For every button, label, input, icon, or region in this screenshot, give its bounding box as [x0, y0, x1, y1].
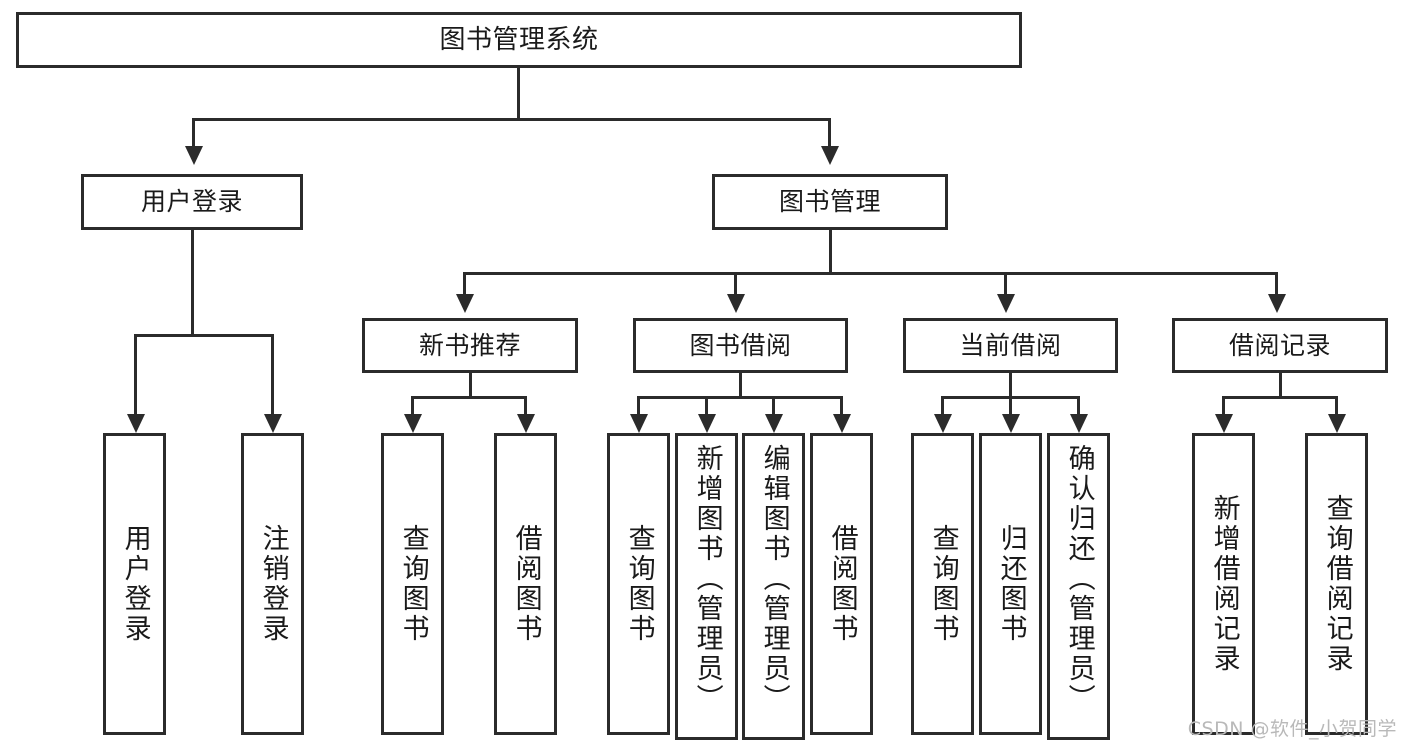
edge-nbr-child-2 — [524, 396, 527, 418]
edge-br-stem — [1279, 373, 1282, 396]
edge-bm-child-2 — [734, 272, 737, 296]
leaf-cb-confirm-return-admin[interactable]: 确认归还（管理员） — [1047, 433, 1110, 740]
edge-bb-child-4 — [840, 396, 843, 418]
node-user-login[interactable]: 用户登录 — [81, 174, 303, 230]
arrowhead-nbr-leaf-1 — [404, 414, 422, 433]
edge-nbr-bus — [411, 396, 527, 399]
edge-user-login-bus — [134, 334, 274, 337]
node-label: 图书管理 — [778, 187, 881, 217]
leaf-cb-query-book[interactable]: 查询图书 — [911, 433, 974, 735]
arrowhead-br-leaf-2 — [1328, 414, 1346, 433]
arrowhead-bb-leaf-2 — [698, 414, 716, 433]
arrowhead-book-management — [821, 146, 839, 165]
edge-root-bus — [192, 118, 830, 121]
node-label: 借阅记录 — [1228, 330, 1331, 360]
edge-cb-child-2 — [1009, 396, 1012, 418]
edge-bm-child-4 — [1275, 272, 1278, 296]
node-label: 当前借阅 — [959, 330, 1062, 360]
edge-bm-child-1 — [463, 272, 466, 296]
leaf-bb-query-book[interactable]: 查询图书 — [607, 433, 670, 735]
edge-bb-child-1 — [637, 396, 640, 418]
edge-book-management-stem — [829, 230, 832, 272]
leaf-bb-add-book-admin[interactable]: 新增图书（管理员） — [675, 433, 738, 740]
edge-user-login-child-2 — [271, 334, 274, 418]
edge-br-child-2 — [1335, 396, 1338, 418]
arrowhead-user-login — [185, 146, 203, 165]
node-label: 编辑图书（管理员） — [758, 444, 790, 714]
arrowhead-cb-leaf-1 — [934, 414, 952, 433]
node-label: 归还图书 — [995, 524, 1027, 644]
node-label: 用户登录 — [119, 524, 151, 644]
node-label: 用户登录 — [140, 187, 243, 217]
edge-bm-child-3 — [1004, 272, 1007, 296]
arrowhead-leaf-user-login — [127, 414, 145, 433]
leaf-cb-return-book[interactable]: 归还图书 — [979, 433, 1042, 735]
edge-root-stem — [517, 68, 520, 118]
edge-bb-child-2 — [705, 396, 708, 418]
edge-nbr-child-1 — [411, 396, 414, 418]
arrowhead-new-book-recommend — [456, 294, 474, 313]
leaf-br-query-record[interactable]: 查询借阅记录 — [1305, 433, 1368, 735]
edge-cb-stem — [1009, 373, 1012, 396]
edge-cb-child-3 — [1077, 396, 1080, 418]
leaf-logout[interactable]: 注销登录 — [241, 433, 304, 735]
watermark-csdn: CSDN @软件_小贺同学 — [1187, 718, 1397, 740]
node-new-book-recommend[interactable]: 新书推荐 — [362, 318, 578, 373]
edge-bb-stem — [739, 373, 742, 396]
edge-bb-child-3 — [772, 396, 775, 418]
node-label: 确认归还（管理员） — [1063, 444, 1095, 714]
leaf-nbr-borrow-book[interactable]: 借阅图书 — [494, 433, 557, 735]
arrowhead-leaf-logout — [264, 414, 282, 433]
node-root-book-management-system[interactable]: 图书管理系统 — [16, 12, 1022, 68]
node-current-borrow[interactable]: 当前借阅 — [903, 318, 1118, 373]
leaf-bb-borrow-book[interactable]: 借阅图书 — [810, 433, 873, 735]
leaf-user-login[interactable]: 用户登录 — [103, 433, 166, 735]
edge-user-login-child-1 — [134, 334, 137, 418]
arrowhead-borrow-record — [1268, 294, 1286, 313]
edge-root-to-user-login — [192, 118, 195, 146]
node-label: 查询图书 — [927, 524, 959, 644]
node-label: 查询图书 — [397, 524, 429, 644]
arrowhead-book-borrow — [727, 294, 745, 313]
node-label: 图书借阅 — [689, 330, 792, 360]
node-label: 查询借阅记录 — [1321, 494, 1353, 674]
node-label: 新增借阅记录 — [1208, 494, 1240, 674]
edge-root-to-book-management — [828, 118, 831, 146]
node-label: 借阅图书 — [826, 524, 858, 644]
node-label: 借阅图书 — [510, 524, 542, 644]
node-label: 查询图书 — [623, 524, 655, 644]
arrowhead-current-borrow — [997, 294, 1015, 313]
arrowhead-cb-leaf-3 — [1070, 414, 1088, 433]
edge-bb-bus — [637, 396, 843, 399]
edge-br-bus — [1222, 396, 1338, 399]
arrowhead-bb-leaf-3 — [765, 414, 783, 433]
edge-user-login-stem — [191, 230, 194, 334]
node-label: 新书推荐 — [418, 330, 521, 360]
edge-br-child-1 — [1222, 396, 1225, 418]
leaf-bb-edit-book-admin[interactable]: 编辑图书（管理员） — [742, 433, 805, 740]
edge-book-management-bus — [463, 272, 1278, 275]
leaf-br-add-record[interactable]: 新增借阅记录 — [1192, 433, 1255, 735]
node-label: 注销登录 — [257, 524, 289, 644]
node-book-management[interactable]: 图书管理 — [712, 174, 948, 230]
arrowhead-cb-leaf-2 — [1002, 414, 1020, 433]
node-label: 新增图书（管理员） — [691, 444, 723, 714]
arrowhead-bb-leaf-1 — [630, 414, 648, 433]
node-label: 图书管理系统 — [439, 24, 599, 55]
arrowhead-br-leaf-1 — [1215, 414, 1233, 433]
leaf-nbr-query-book[interactable]: 查询图书 — [381, 433, 444, 735]
arrowhead-nbr-leaf-2 — [517, 414, 535, 433]
edge-nbr-stem — [469, 373, 472, 396]
node-book-borrow[interactable]: 图书借阅 — [633, 318, 848, 373]
edge-cb-child-1 — [941, 396, 944, 418]
node-borrow-record[interactable]: 借阅记录 — [1172, 318, 1388, 373]
arrowhead-bb-leaf-4 — [833, 414, 851, 433]
